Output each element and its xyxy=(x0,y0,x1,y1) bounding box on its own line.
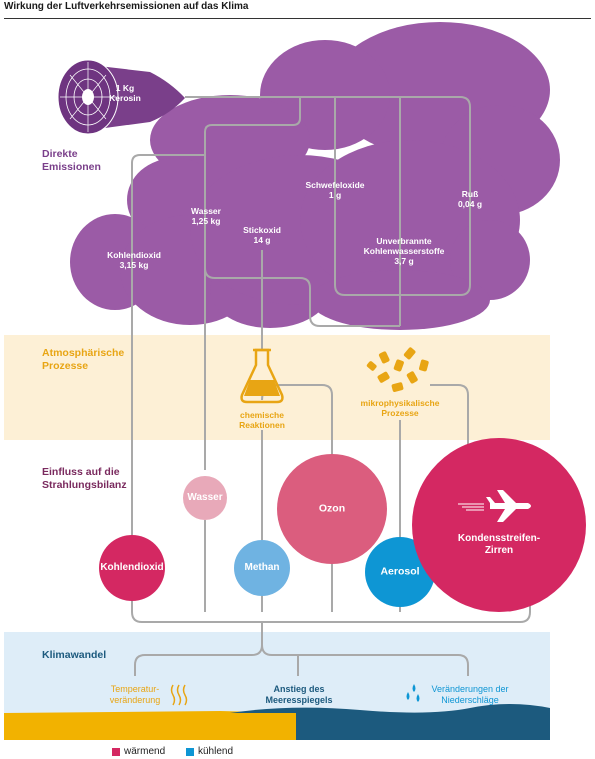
connector-lines xyxy=(131,96,531,676)
emission-sox: Schwefeloxide 1 g xyxy=(305,180,365,201)
sea-area xyxy=(230,704,550,740)
land-area xyxy=(4,711,296,740)
heat-waves-icon xyxy=(170,684,188,706)
effect-methane: Methan xyxy=(244,562,280,573)
effect-co2: Kohlendioxid xyxy=(100,562,164,573)
legend-warming-label: wärmend xyxy=(124,746,166,757)
circle-co2 xyxy=(99,535,165,601)
jet-engine-icon xyxy=(57,59,185,135)
circle-water xyxy=(183,476,227,520)
section-radiative-balance: Einfluss auf die Strahlungsbilanz xyxy=(42,466,127,491)
band-atmospheric-processes xyxy=(4,335,550,440)
process-chemical: chemische Reaktionen xyxy=(239,410,285,431)
circle-contrails xyxy=(412,438,586,612)
title-rule xyxy=(4,18,591,19)
circle-methane xyxy=(234,540,290,596)
section-direct-emissions: Direkte Emissionen xyxy=(42,148,101,173)
rain-drops-icon xyxy=(406,684,420,702)
legend-warming-swatch xyxy=(112,748,120,756)
legend-cooling-swatch xyxy=(186,748,194,756)
figure-title: Wirkung der Luftverkehrsemissionen auf d… xyxy=(4,1,249,12)
legend-cooling-label: kühlend xyxy=(198,746,234,757)
section-climate-change: Klimawandel xyxy=(42,649,107,661)
flask-icon xyxy=(240,348,284,404)
emission-water: Wasser 1,25 kg xyxy=(191,206,221,227)
circle-ozone xyxy=(277,454,387,564)
engine-label: 1 Kg Kerosin xyxy=(109,83,141,104)
effect-aerosol: Aerosol xyxy=(380,565,420,578)
effect-water: Wasser xyxy=(187,492,223,503)
impact-sea-level: Anstieg des Meeresspiegels xyxy=(265,684,333,705)
effect-contrails: Kondensstreifen- Zirren xyxy=(457,533,541,556)
impact-temperature: Temperatur- veränderung xyxy=(109,684,161,705)
impact-precipitation: Veränderungen der Niederschläge xyxy=(431,684,509,705)
process-microphysical: mikrophysikalische Prozesse xyxy=(360,398,440,419)
emission-cloud xyxy=(70,22,560,330)
section-atmospheric-processes: Atmosphärische Prozesse xyxy=(42,347,125,372)
emission-hydrocarbons: Unverbrannte Kohlenwasserstoffe 3,7 g xyxy=(363,236,445,267)
emission-soot: Ruß 0,04 g xyxy=(457,189,483,210)
emission-nox: Stickoxid 14 g xyxy=(243,225,281,246)
emission-co2: Kohlendioxid 3,15 kg xyxy=(107,250,161,271)
particles-icon xyxy=(366,347,429,392)
effect-ozone: Ozon xyxy=(318,502,346,515)
plane-icon xyxy=(458,490,531,522)
